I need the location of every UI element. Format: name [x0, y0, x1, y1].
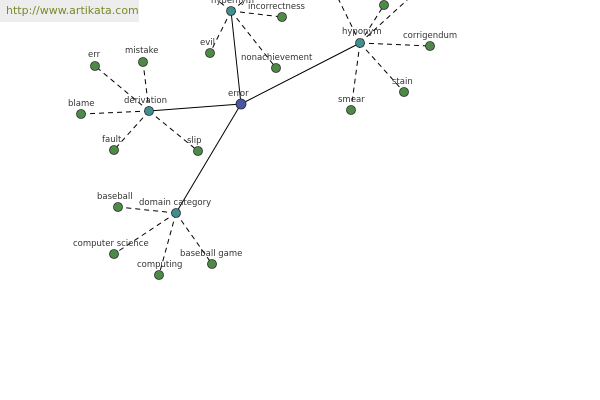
edge-domain-category-computing	[158, 212, 177, 276]
node-err[interactable]	[90, 61, 100, 71]
label-mistake: mistake	[125, 46, 158, 56]
edge-derivation-slip	[148, 110, 199, 152]
node-corrigendum[interactable]	[425, 41, 435, 51]
label-nonachievement: nonachievement	[241, 53, 313, 63]
node-computer-science[interactable]	[109, 249, 119, 259]
label-incorrectness: incorrectness	[248, 2, 306, 12]
node-incorrectness[interactable]	[277, 12, 287, 22]
nodes-layer	[76, 0, 435, 280]
label-hyponym: hyponym	[342, 27, 382, 37]
label-error: error	[228, 89, 249, 99]
edge-error-hypernym	[230, 10, 242, 105]
label-evil: evil	[200, 38, 215, 48]
edge-error-derivation	[148, 103, 242, 112]
node-stain[interactable]	[399, 87, 409, 97]
labels-layer: error hypernym hyponym derivation domain cat…	[68, 0, 457, 270]
label-baseball-game: baseball game	[180, 249, 242, 259]
edge-domain-category-computer-science	[113, 212, 177, 255]
label-derivation: derivation	[124, 96, 167, 106]
node-hypernym[interactable]	[226, 6, 236, 16]
label-corrigendum: corrigendum	[403, 31, 457, 41]
label-domain-category: domain category	[139, 198, 211, 208]
edge-hyponym-corrigendum	[359, 42, 431, 47]
edge-hyponym-smear	[350, 42, 361, 111]
node-smear[interactable]	[346, 105, 356, 115]
label-fault: fault	[102, 135, 122, 145]
edge-hypernym-nonachievement	[230, 10, 277, 69]
node-domain-category[interactable]	[171, 208, 181, 218]
node-hyponym-top[interactable]	[379, 0, 389, 10]
node-derivation[interactable]	[144, 106, 154, 116]
node-evil[interactable]	[205, 48, 215, 58]
node-blame[interactable]	[76, 109, 86, 119]
edge-error-hyponym	[240, 42, 361, 105]
label-err: err	[88, 50, 101, 60]
edge-hyponym-stain	[359, 42, 405, 93]
edge-hyponym-hyponym-top	[359, 4, 385, 44]
edge-domain-category-baseball-game	[175, 212, 213, 265]
label-computer-science: computer science	[73, 239, 149, 249]
edge-hypernym-evil	[209, 10, 232, 54]
edge-hyponym-offscreen-1	[359, 0, 408, 44]
watermark-url: http://www.artikata.com	[0, 0, 139, 22]
label-smear: smear	[338, 95, 365, 105]
node-slip[interactable]	[193, 146, 203, 156]
edge-error-domain-category	[175, 103, 242, 214]
label-computing: computing	[137, 260, 182, 270]
label-stain: stain	[392, 77, 413, 87]
edge-hyponym-offscreen-0	[338, 0, 361, 44]
label-hypernym: hypernym	[211, 0, 254, 6]
node-mistake[interactable]	[138, 57, 148, 67]
label-slip: slip	[187, 136, 202, 146]
edge-domain-category-baseball	[117, 206, 177, 214]
node-hyponym[interactable]	[355, 38, 365, 48]
edges-layer	[80, 0, 431, 276]
edge-derivation-blame	[80, 110, 150, 115]
edge-derivation-err	[94, 65, 150, 112]
label-blame: blame	[68, 99, 94, 109]
node-nonachievement[interactable]	[271, 63, 281, 73]
node-baseball[interactable]	[113, 202, 123, 212]
node-error[interactable]	[235, 98, 247, 110]
label-baseball: baseball	[97, 192, 133, 202]
node-computing[interactable]	[154, 270, 164, 280]
node-baseball-game[interactable]	[207, 259, 217, 269]
node-fault[interactable]	[109, 145, 119, 155]
